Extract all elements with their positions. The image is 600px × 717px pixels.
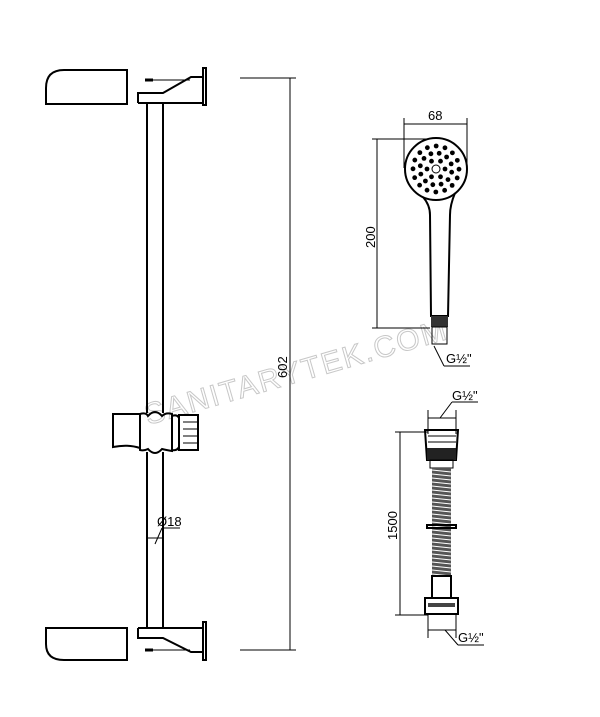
thread <box>431 316 448 327</box>
rod-diameter-dimension: Ø18 <box>147 514 182 545</box>
nozzle <box>424 187 430 193</box>
handshower-thread-label: G½" <box>446 351 472 366</box>
hose-coil <box>431 561 452 565</box>
nozzle <box>454 175 460 181</box>
nozzle <box>444 154 449 160</box>
hose-coil <box>431 569 452 573</box>
hose-coil <box>431 477 452 481</box>
nozzle <box>424 145 430 151</box>
nozzle <box>424 166 430 172</box>
hose-coil <box>431 557 452 561</box>
hose-coil <box>431 533 452 537</box>
hose-coil <box>431 521 452 525</box>
bottom-bracket <box>45 621 207 661</box>
hose-coil <box>431 549 452 553</box>
hose-coil <box>431 493 452 497</box>
nozzle <box>429 158 434 164</box>
top-bracket <box>45 67 207 106</box>
bottom-nut <box>424 597 459 615</box>
nozzle <box>454 157 460 163</box>
hose-coil <box>431 537 452 541</box>
bottom-wall-plate <box>202 621 207 661</box>
nozzle <box>442 166 448 172</box>
hose-coil <box>431 481 452 485</box>
rail-length-label: 602 <box>275 356 290 378</box>
hose-coil <box>431 545 452 549</box>
hose-coil <box>431 505 452 509</box>
nozzle <box>448 161 454 167</box>
hose-coil <box>431 473 452 477</box>
nozzle <box>433 189 439 195</box>
hose-coil <box>431 509 452 513</box>
hose-coil <box>431 529 452 533</box>
nozzle <box>438 174 443 180</box>
shower-hose: G½" 1500 G½" <box>385 388 484 646</box>
hose-coil <box>431 501 452 505</box>
handshower-length-label: 200 <box>363 226 378 248</box>
hose-thread-bottom-label: G½" <box>458 630 484 645</box>
slider-holder <box>112 411 199 454</box>
nozzle <box>433 143 439 149</box>
hand-shower: 68 200 G½" <box>363 108 472 367</box>
nozzle <box>438 158 443 164</box>
nozzle <box>412 175 418 181</box>
nozzles <box>410 143 462 195</box>
watermark: SANITARYTEK.COM <box>141 313 452 431</box>
hose-coil <box>431 497 452 501</box>
nozzle <box>417 182 423 188</box>
nozzle <box>421 156 427 161</box>
nozzle <box>410 166 416 172</box>
nozzle <box>449 182 455 188</box>
nozzle <box>449 169 455 175</box>
nozzle <box>417 163 423 169</box>
hose-coil <box>431 513 452 517</box>
hose-coil <box>431 565 452 569</box>
nozzle <box>442 187 448 193</box>
hose-coil <box>431 517 452 521</box>
nozzle <box>429 174 434 180</box>
hose-coil <box>431 469 452 473</box>
hose-length-label: 1500 <box>385 511 400 540</box>
head-width-label: 68 <box>428 108 442 123</box>
top-bracket-arm <box>137 76 204 103</box>
nozzle <box>428 151 434 157</box>
hose-thread-top-label: G½" <box>452 388 478 403</box>
nozzle <box>442 145 448 151</box>
nozzle <box>423 178 428 184</box>
top-wall-plate <box>202 67 207 106</box>
top-end-cap <box>45 69 128 105</box>
nozzle <box>412 157 418 163</box>
rod-diameter-label: Ø18 <box>157 514 182 529</box>
hose-coil <box>431 541 452 545</box>
nozzle <box>436 150 442 156</box>
hose-coil <box>431 489 452 493</box>
slide-rail-rod <box>146 103 164 628</box>
nozzle <box>445 177 451 182</box>
rail-length-dimension: 602 <box>240 77 296 651</box>
bottom-end-cap <box>45 627 128 661</box>
nozzle <box>430 182 436 188</box>
handle <box>422 192 456 317</box>
hose-coil <box>431 553 452 557</box>
shower-head <box>404 137 468 201</box>
nozzle <box>456 166 462 172</box>
nozzle <box>417 150 423 156</box>
hose-coil <box>431 485 452 489</box>
nozzle <box>438 181 444 187</box>
nozzle <box>418 171 424 177</box>
nozzle <box>449 150 455 156</box>
